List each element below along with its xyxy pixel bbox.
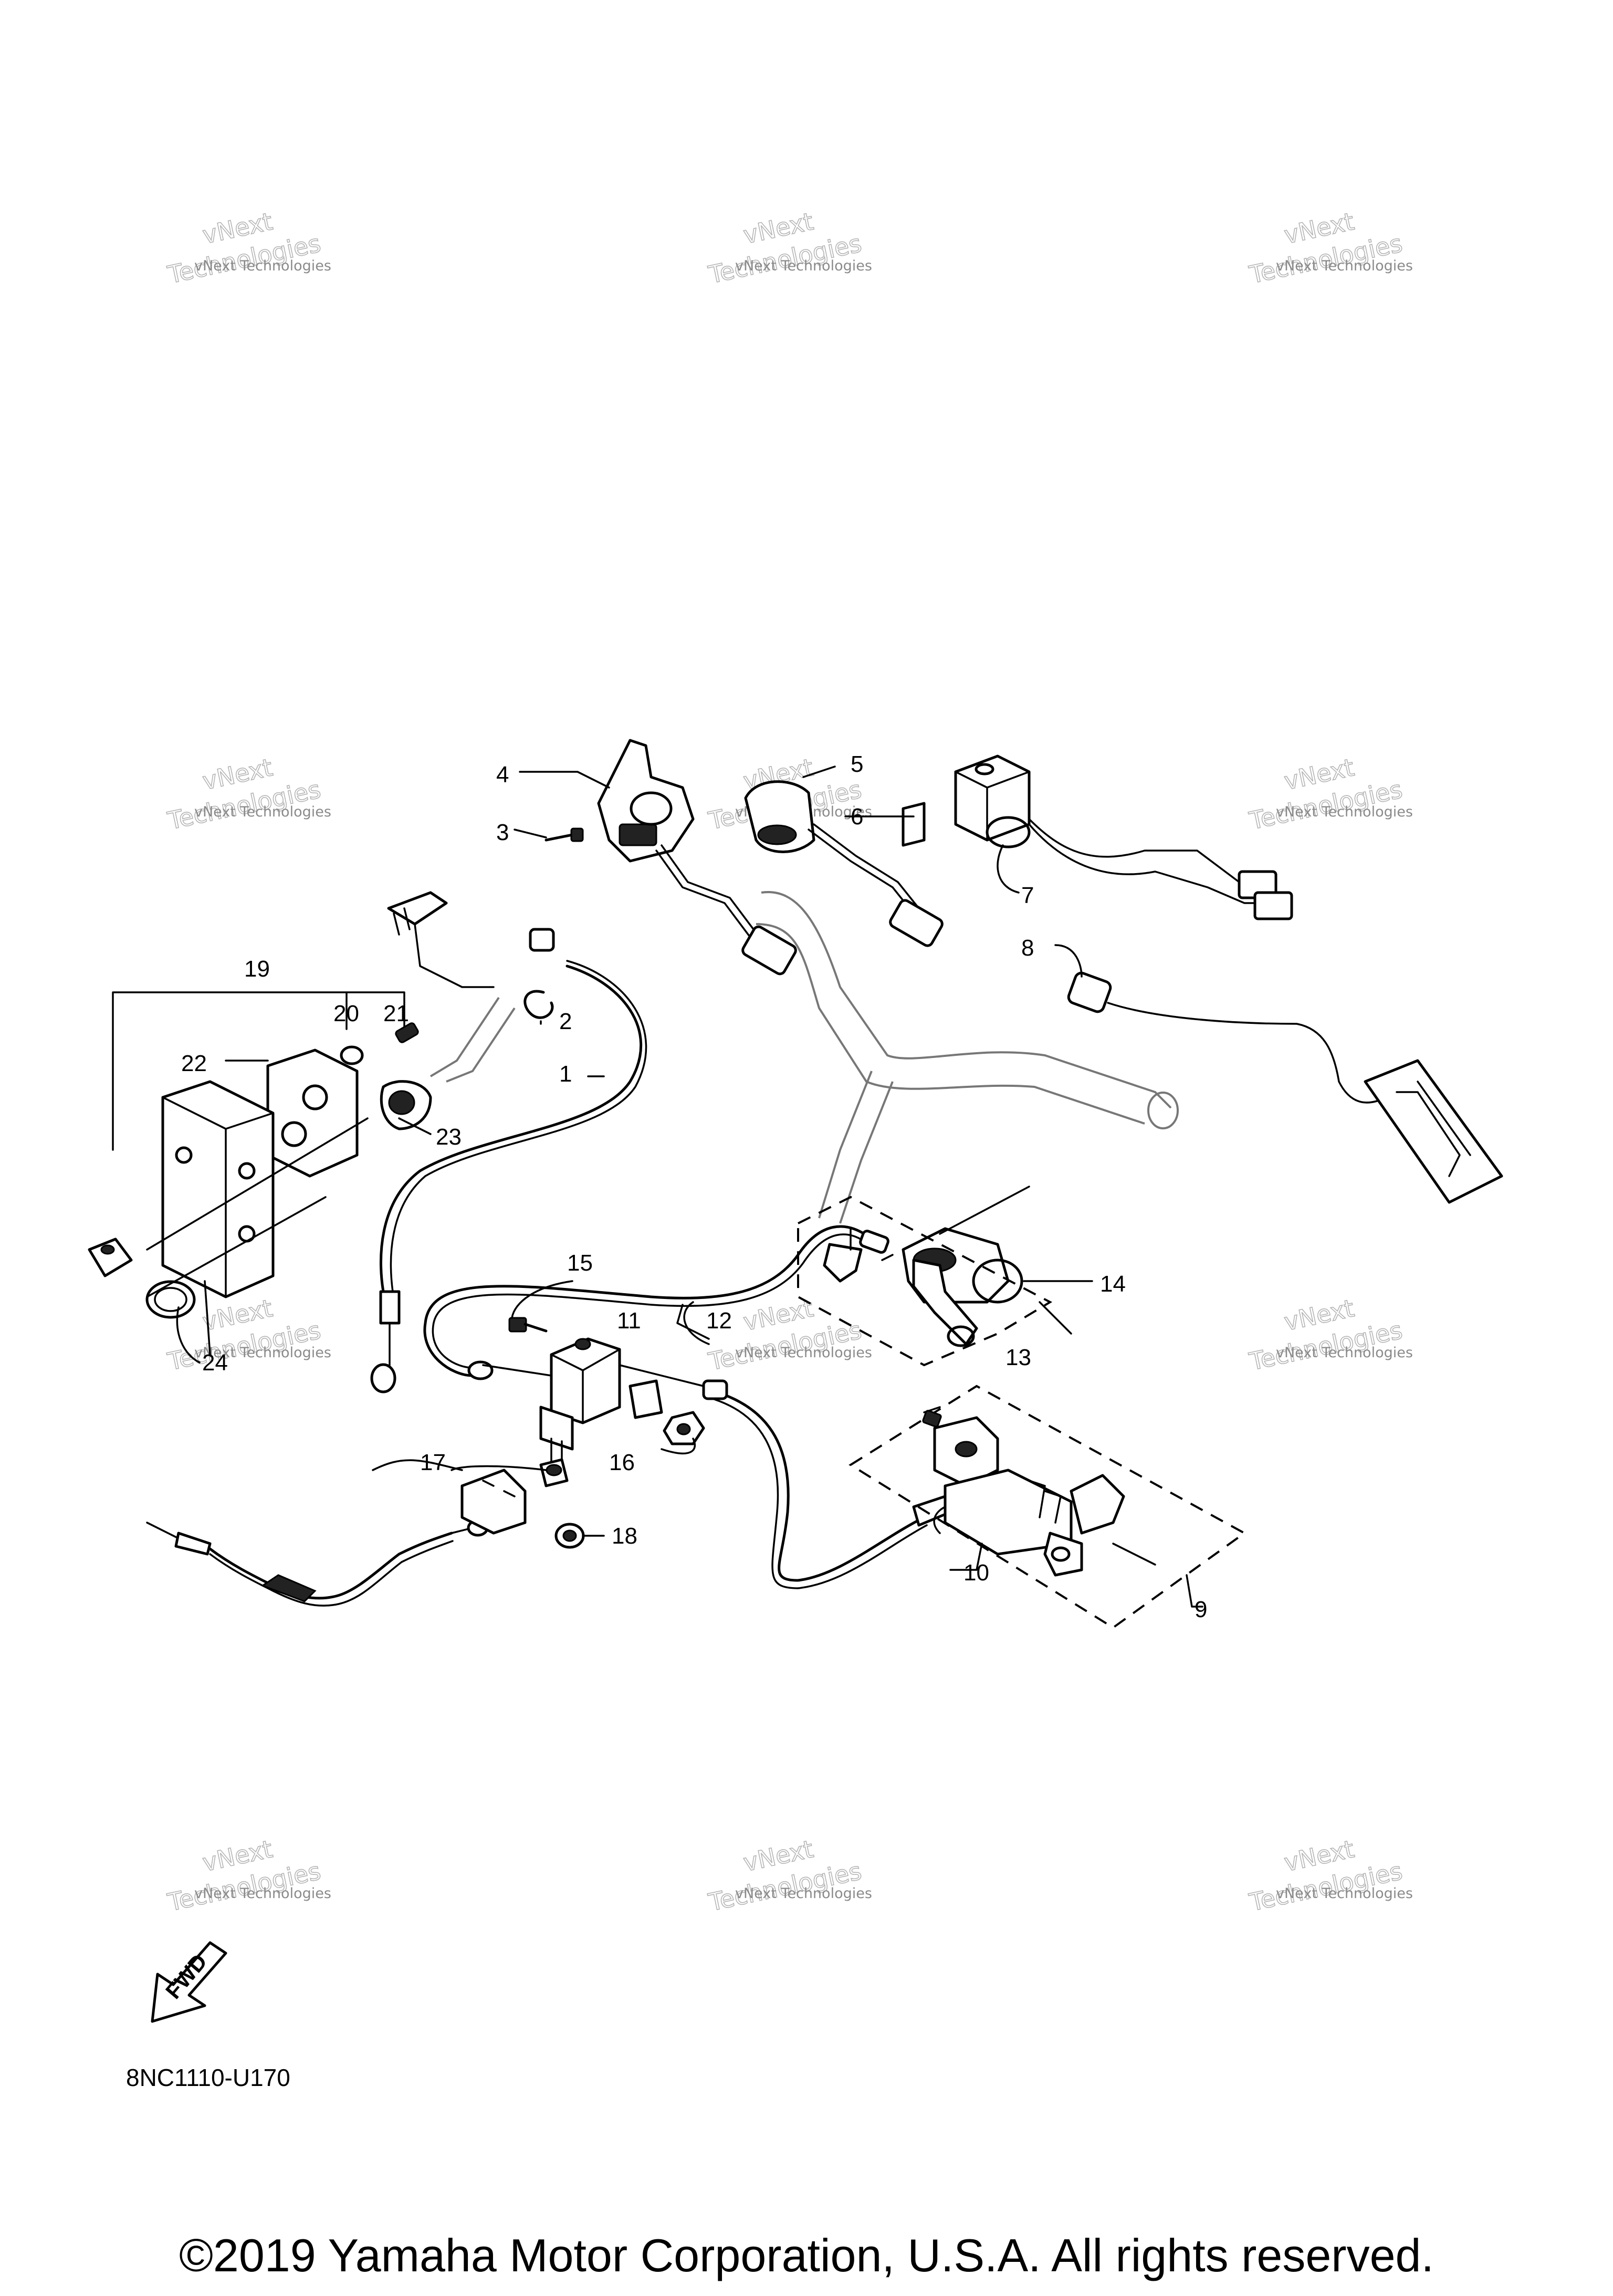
watermark: vNext Technologies vNext Technologies <box>164 206 331 289</box>
junction-link <box>619 1364 705 1387</box>
watermark: vNext Technologies vNext Technologies <box>1246 1293 1413 1376</box>
watermark: vNext Technologies vNext Technologies <box>1246 1834 1413 1917</box>
plate <box>902 802 926 847</box>
svg-text:vNext Technologies: vNext Technologies <box>1276 1885 1413 1902</box>
callout-19: 19 <box>244 956 270 982</box>
screw <box>544 827 584 842</box>
svg-text:vNext Technologies: vNext Technologies <box>1276 804 1413 820</box>
watermark: vNext Technologies vNext Technologies <box>1246 752 1413 835</box>
brake-cable <box>423 1225 873 1377</box>
lever-parts <box>797 1196 1053 1367</box>
watermark: vNext Technologies vNext Technologies <box>164 1834 331 1917</box>
connector <box>1253 891 1293 920</box>
callout-1: 1 <box>559 1061 572 1087</box>
lower-brake-cable <box>146 1458 585 1607</box>
watermark: vNext Technologies vNext Technologies <box>705 1293 872 1376</box>
watermark: vNext Technologies vNext Technologies <box>705 206 872 289</box>
copyright-notice: ©2019 Yamaha Motor Corporation, U.S.A. A… <box>179 2229 1434 2281</box>
brake-cable <box>713 1398 928 1589</box>
bracket-clip <box>629 1379 663 1419</box>
leader-lines <box>176 766 1203 1608</box>
callout-5: 5 <box>851 751 863 777</box>
nut <box>676 1423 691 1435</box>
parking-brake-cable <box>390 960 647 1293</box>
callout-11: 11 <box>617 1308 641 1334</box>
caliper-assembly <box>849 1385 1247 1629</box>
bolt <box>508 1317 527 1333</box>
callout-labels: 1 2 3 4 5 6 7 8 9 10 11 12 13 14 15 16 1… <box>181 751 1207 1622</box>
callout-6: 6 <box>851 804 863 830</box>
brake-cable <box>683 1301 710 1345</box>
clip <box>523 990 554 1019</box>
callout-23: 23 <box>436 1124 462 1150</box>
cable-end <box>702 1379 728 1400</box>
callout-2: 2 <box>559 1009 572 1034</box>
callout-4: 4 <box>496 762 509 788</box>
cable-junction <box>539 1337 621 1469</box>
lever-cable-guide <box>939 1186 1030 1235</box>
harness-wire <box>808 829 915 915</box>
fwd-arrow-icon: FWD <box>151 1941 227 2023</box>
svg-text:vNext Technologies: vNext Technologies <box>194 1885 331 1902</box>
harness-wire <box>1028 818 1261 883</box>
svg-text:vNext Technologies: vNext Technologies <box>1276 258 1413 274</box>
watermark: vNext Technologies vNext Technologies <box>164 1293 331 1376</box>
left-switch-housing <box>597 739 695 863</box>
brake-cable <box>713 1390 926 1582</box>
connector <box>889 899 944 947</box>
svg-text:vNext Technologies: vNext Technologies <box>1276 1345 1413 1361</box>
callout-18: 18 <box>612 1523 637 1549</box>
watermark: vNext Technologies vNext Technologies <box>1246 206 1413 289</box>
callout-24: 24 <box>202 1350 228 1376</box>
watermark: vNext Technologies vNext Technologies <box>164 752 331 835</box>
svg-text:vNext Technologies: vNext Technologies <box>194 258 331 274</box>
callout-17: 17 <box>420 1450 446 1475</box>
callout-13: 13 <box>1005 1345 1031 1370</box>
callout-15: 15 <box>567 1250 593 1276</box>
cable-end <box>379 1290 401 1325</box>
harness-wire <box>1028 823 1261 904</box>
callout-7: 7 <box>1021 883 1034 908</box>
callout-12: 12 <box>706 1308 732 1334</box>
cable-end <box>467 1360 494 1380</box>
junction-link <box>482 1364 552 1377</box>
connector <box>741 925 797 976</box>
svg-text:vNext Technologies: vNext Technologies <box>735 1345 872 1361</box>
watermark: vNext Technologies vNext Technologies <box>705 1834 872 1917</box>
parking-brake-cable <box>380 964 642 1293</box>
svg-text:vNext Technologies: vNext Technologies <box>194 1345 331 1361</box>
brake-cable <box>432 1233 873 1369</box>
handlebar-outline <box>756 891 1179 1224</box>
callout-8: 8 <box>1021 935 1034 961</box>
lever-assembly-outline <box>387 891 516 1083</box>
harness-wire <box>813 823 920 909</box>
svg-text:vNext Technologies: vNext Technologies <box>735 258 872 274</box>
grip-heater <box>1067 971 1503 1204</box>
svg-text:vNext Technologies: vNext Technologies <box>735 1885 872 1902</box>
callout-14: 14 <box>1100 1271 1126 1297</box>
cable-end <box>529 928 555 952</box>
callout-20: 20 <box>333 1001 359 1026</box>
cable-end <box>859 1230 889 1254</box>
bolt <box>523 1323 548 1333</box>
callout-10: 10 <box>963 1560 989 1586</box>
svg-text:vNext Technologies: vNext Technologies <box>194 804 331 820</box>
callout-9: 9 <box>1195 1597 1207 1622</box>
callout-3: 3 <box>496 820 509 845</box>
bracket-assembly <box>88 991 432 1319</box>
cable-end <box>370 1363 396 1393</box>
callout-21: 21 <box>383 1001 409 1026</box>
callout-22: 22 <box>181 1051 207 1076</box>
drawing-code: 8NC1110-U170 <box>126 2064 290 2091</box>
grip-end-holder <box>744 780 815 853</box>
callout-16: 16 <box>609 1450 635 1475</box>
heater-switch-box <box>954 754 1031 848</box>
